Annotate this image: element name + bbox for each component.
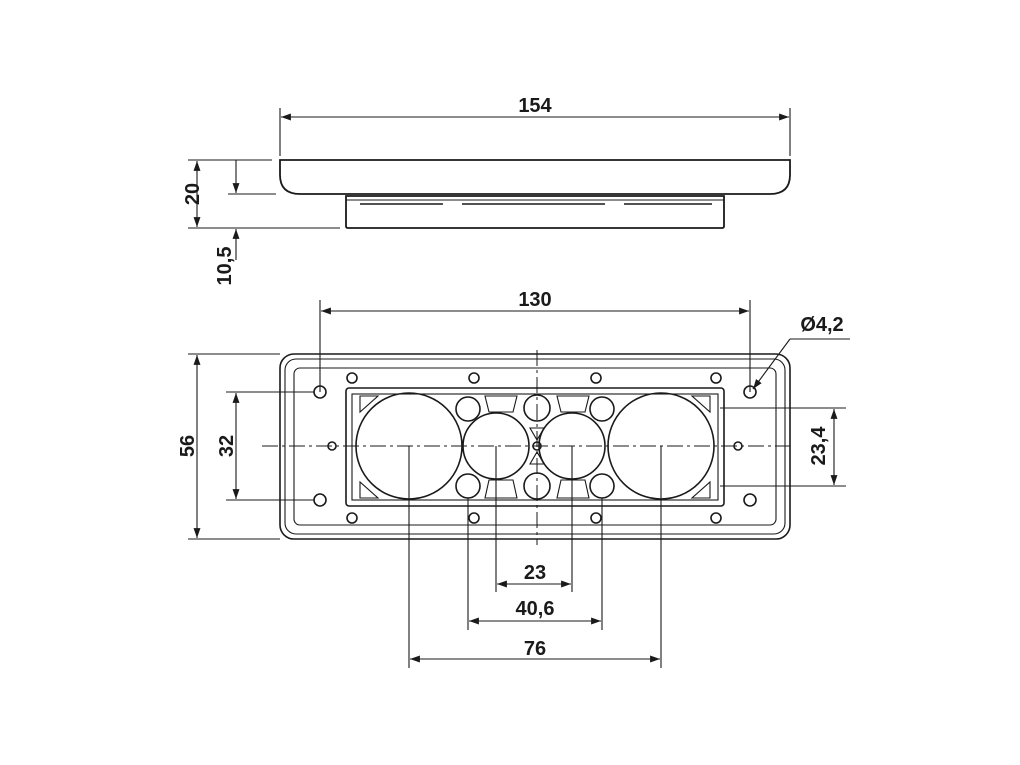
- dim-154-label: 154: [518, 95, 552, 117]
- dim-32-label: 32: [216, 435, 238, 457]
- front-view: 130 Ø4,2 56 32 23,4 23 40,6 76: [177, 289, 850, 668]
- dim-23-label: 23: [524, 562, 546, 584]
- dim-23-4-label: 23,4: [808, 426, 830, 466]
- dim-10-5-label: 10,5: [214, 247, 236, 286]
- dim-130-label: 130: [518, 289, 551, 311]
- mounting-hole-bottom-right: [743, 493, 757, 507]
- side-view-insert: [345, 195, 725, 229]
- dim-40-6-label: 40,6: [516, 598, 555, 620]
- insert-plate: [345, 387, 725, 507]
- side-view-flange: [279, 159, 791, 195]
- dim-diameter-label: Ø4,2: [800, 314, 843, 336]
- dim-76-label: 76: [524, 638, 546, 660]
- mounting-hole-bottom-left: [313, 493, 327, 507]
- dim-56-label: 56: [177, 435, 199, 457]
- dim-20-label: 20: [182, 183, 204, 205]
- side-view: 154 20 10,5: [182, 95, 791, 286]
